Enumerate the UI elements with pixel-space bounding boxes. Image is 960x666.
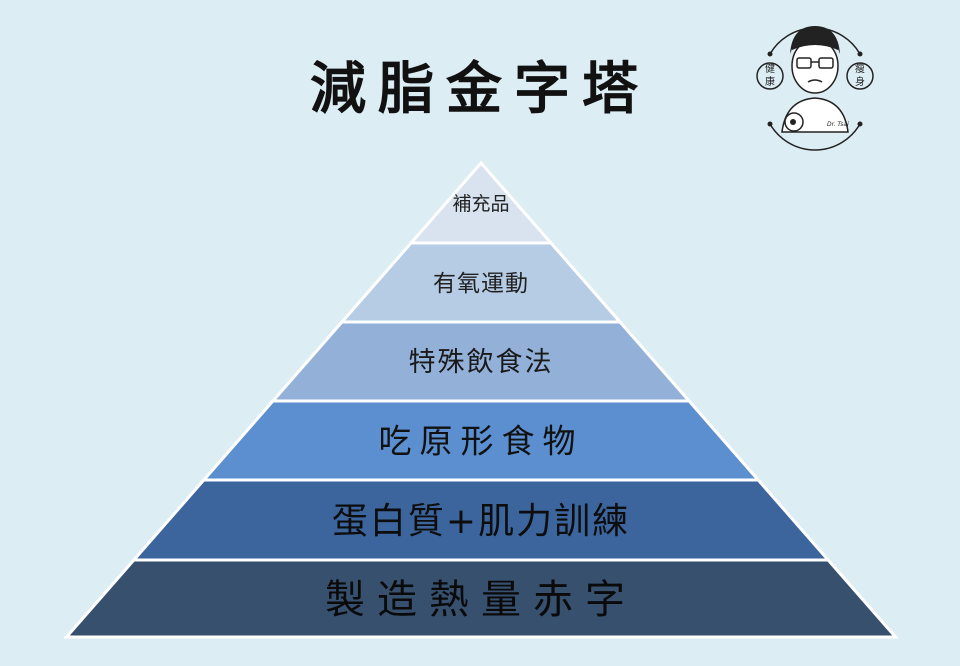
- pyramid-level-4-label: 吃原形食物: [379, 421, 584, 460]
- logo-char-left-1: 健: [765, 63, 775, 75]
- pyramid-level-1-label: 補充品: [452, 193, 509, 215]
- pyramid-level-5-label: 蛋白質+肌力訓練: [332, 501, 630, 542]
- logo-char-left-2: 康: [765, 75, 775, 88]
- pyramid-level-2-label: 有氧運動: [433, 271, 529, 297]
- pyramid-level-3-label: 特殊飲食法: [409, 347, 554, 378]
- logo-char-right-2: 身: [855, 75, 865, 88]
- logo-signature: Dr. Tsai: [827, 121, 849, 128]
- dr-tsai-logo: 健 康 瘦 身 Dr. Tsai: [752, 14, 878, 160]
- pyramid-level-6-label: 製造熱量赤字: [325, 577, 637, 623]
- logo-char-right-1: 瘦: [855, 62, 865, 75]
